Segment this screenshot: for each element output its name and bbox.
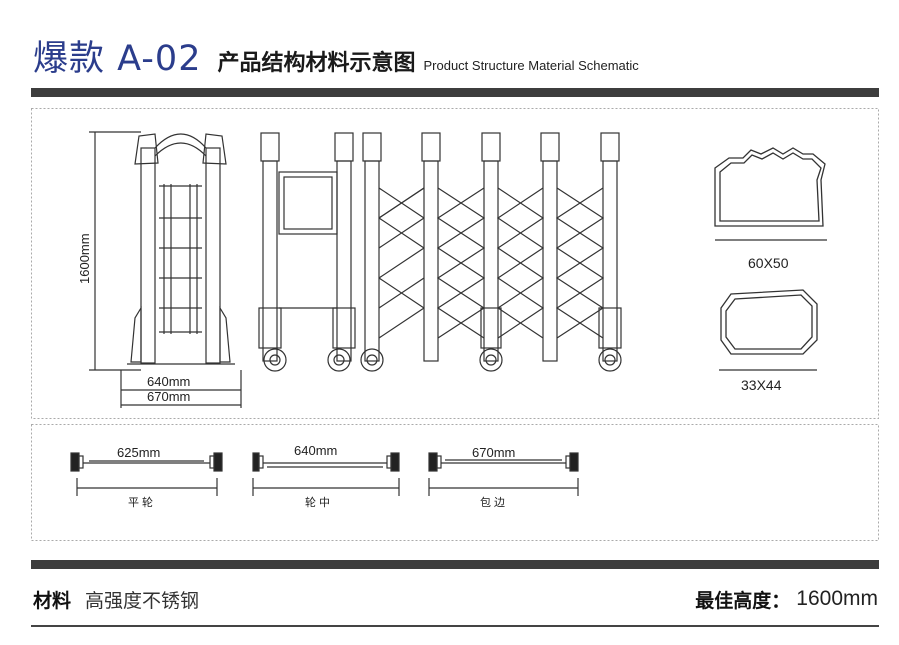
page-subtitle: 产品结构材料示意图 — [217, 51, 416, 76]
wheel-flat-name: 平 轮 — [128, 495, 153, 509]
wheel-flat-width-label: 625mm — [117, 445, 160, 460]
height-info: 最佳高度： 1600mm — [695, 584, 878, 614]
page-title: 爆款 A-02 — [33, 39, 202, 79]
wheel-type-center — [252, 452, 400, 496]
upper-frame — [31, 108, 879, 419]
width-dimension-label-outer: 670mm — [147, 389, 190, 404]
profile-33x44 — [719, 289, 818, 371]
material-label: 材料 — [33, 589, 72, 612]
header-divider-bar — [31, 88, 879, 97]
lower-frame — [31, 424, 879, 541]
profile-60x50-label: 60X50 — [748, 255, 789, 271]
gate-front-view — [258, 132, 622, 372]
material-info: 材料 高强度不锈钢 — [33, 584, 199, 614]
wheel-center-name: 轮 中 — [305, 495, 330, 509]
page-subtitle-english: Product Structure Material Schematic — [423, 58, 639, 73]
footer-divider-bar — [31, 560, 879, 569]
wheel-type-edge — [428, 452, 579, 496]
gate-side-view — [89, 131, 242, 408]
footer-rule — [31, 625, 879, 627]
height-dimension-label: 1600mm — [77, 233, 92, 284]
material-value: 高强度不锈钢 — [85, 589, 200, 612]
schematic-panel: 1600mm 640mm 670mm — [31, 108, 879, 541]
wheel-edge-width-label: 670mm — [472, 445, 515, 460]
wheel-type-flat — [70, 452, 223, 496]
best-height-value: 1600mm — [796, 587, 878, 610]
width-dimension-label-inner: 640mm — [147, 374, 190, 389]
profile-60x50 — [714, 147, 827, 241]
wheel-edge-name: 包 边 — [480, 496, 505, 509]
best-height-label: 最佳高度： — [695, 589, 791, 612]
profile-33x44-label: 33X44 — [741, 377, 782, 393]
page-header: 爆款 A-02 产品结构材料示意图 Product Structure Mate… — [33, 30, 639, 80]
wheel-center-width-label: 640mm — [294, 443, 337, 458]
